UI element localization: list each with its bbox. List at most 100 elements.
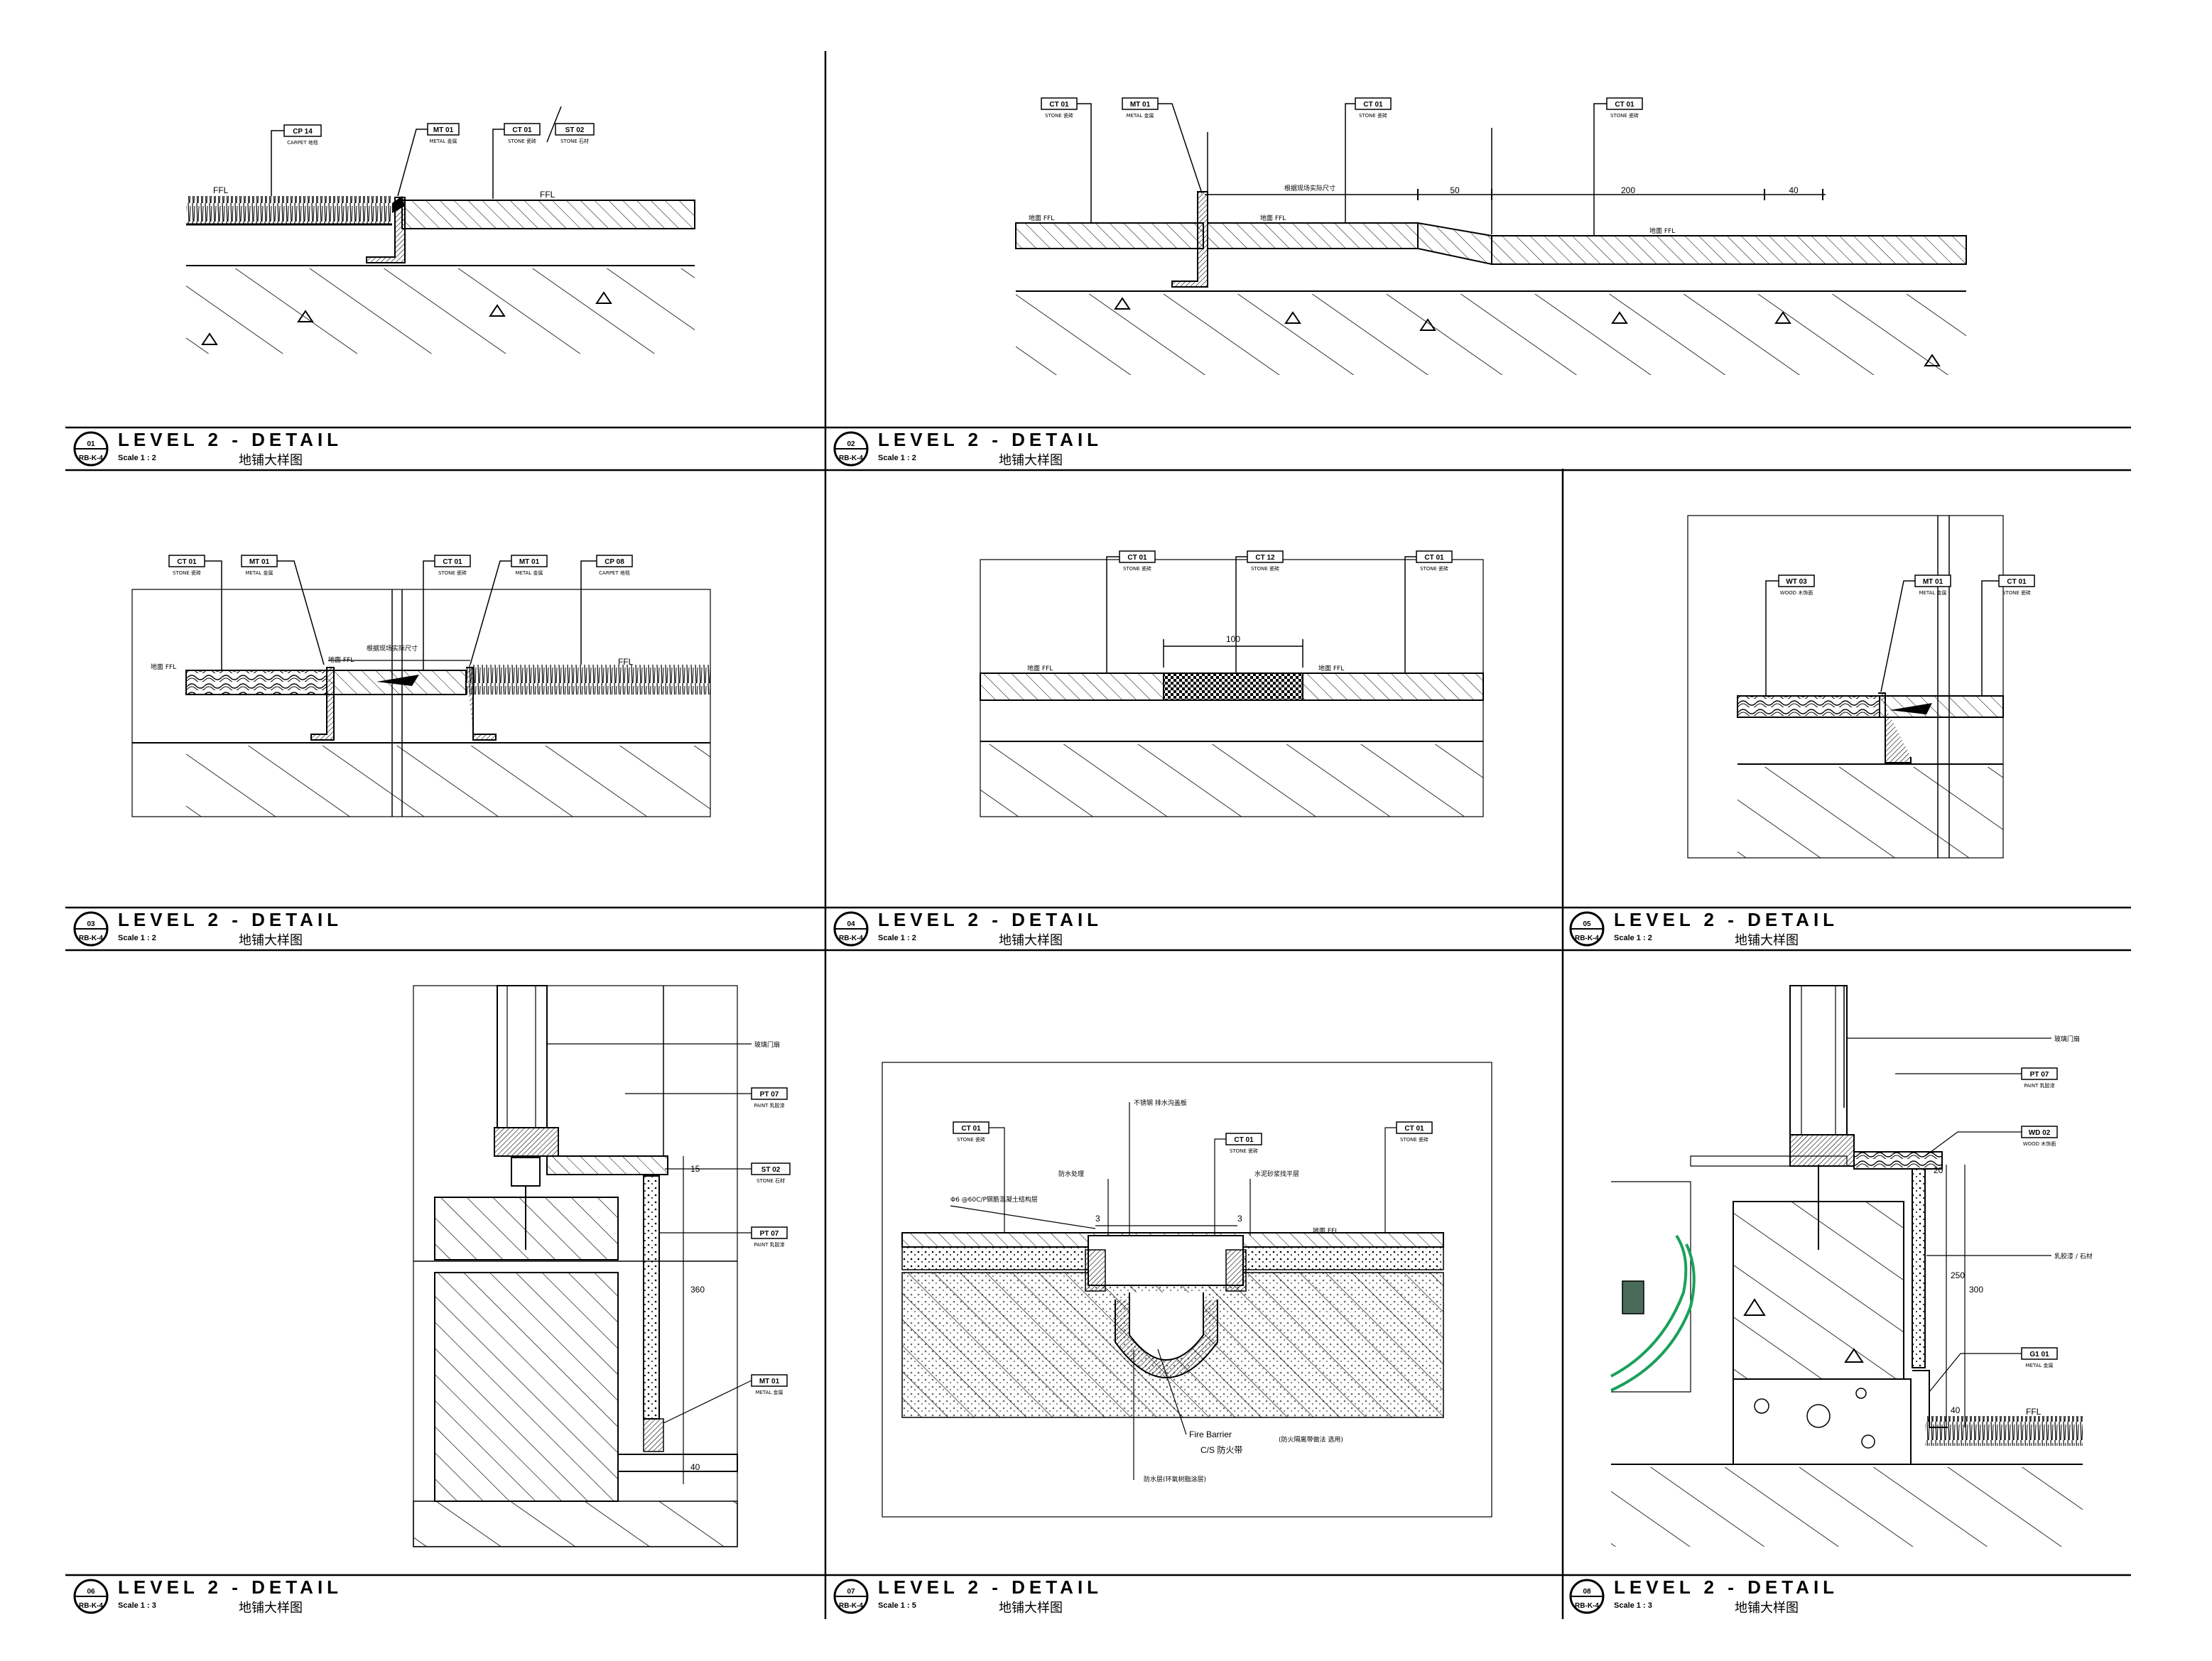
title-block-04: 04 RB-K-4 LEVEL 2 - DETAIL Scale 1 : 2 地… [833,909,1098,948]
panel-ref: RB-K-4 [839,1602,863,1610]
panel-subtitle: 地铺大样图 [999,933,1063,948]
mosaic-tile [1163,672,1303,701]
svg-text:STONE 瓷砖: STONE 瓷砖 [1420,565,1448,572]
panel-subtitle: 地铺大样图 [999,453,1063,468]
tag-pt07-a: PT 07 PAINT 乳胶漆 [625,1087,788,1109]
note-screed: 水泥砂浆找平层 [1254,1170,1299,1178]
svg-text:METAL 金属: METAL 金属 [245,570,273,576]
panel-title: LEVEL 2 - DETAIL [118,429,342,450]
note-fire: (防火隔离带做法 选用) [1279,1435,1343,1444]
panel-title: LEVEL 2 - DETAIL [878,1576,1102,1598]
panel-scale: Scale 1 : 2 [118,934,156,942]
panel-ref: RB-K-4 [79,454,103,462]
note-rebar: Φ6 @60C/P钢筋混凝土结构层 [950,1195,1038,1204]
detail-04: 100 地面 FFL 地面 FFL CT 01 STONE 瓷砖 CT 12 S… [980,550,1484,817]
panel-number: 04 [847,920,855,928]
svg-text:CT 01: CT 01 [177,558,197,566]
tag-pt07-b: PT 07 PAINT 乳胶漆 [659,1226,788,1248]
level-marker: FFL [540,190,555,200]
level-marker: 地面 FFL [151,663,176,671]
tag-ct01-c: CT 01 STONE 瓷砖 [1384,1121,1433,1233]
tag-ct01-b: CT 01 STONE 瓷砖 [423,555,471,670]
note-glass-door: 玻璃门扇 [754,1040,780,1049]
carpet-layer [466,665,710,695]
panel-title: LEVEL 2 - DETAIL [878,429,1102,450]
svg-text:CT 12: CT 12 [1255,554,1275,562]
door-frame [497,985,548,1128]
title-block-03: 03 RB-K-4 LEVEL 2 - DETAIL Scale 1 : 2 地… [73,909,338,948]
concrete-slab [186,746,710,817]
detail-07: 3 3 不锈钢 排水沟盖板 防水处理 水泥砂浆找平层 Φ6 @60C/P钢筋混凝… [882,1062,1492,1518]
dim-250: 250 [1951,1270,1965,1280]
note-drain-cover: 不锈钢 排水沟盖板 [1134,1099,1187,1107]
tag-ct12: CT 12 STONE 瓷砖 [1235,550,1284,673]
wood-layer [185,670,327,695]
svg-text:PAINT 乳胶漆: PAINT 乳胶漆 [2024,1082,2054,1089]
svg-text:STONE 瓷砖: STONE 瓷砖 [1400,1136,1428,1143]
tag-ct01: CT 01 STONE 瓷砖 [1981,574,2035,696]
svg-text:WT 03: WT 03 [1786,578,1807,586]
note-wall-finish: 乳胶漆 / 石材 [2054,1252,2093,1260]
title-block-08: 08 RB-K-4 LEVEL 2 - DETAIL Scale 1 : 3 地… [1569,1576,1838,1616]
panel-scale: Scale 1 : 2 [118,454,156,462]
level-marker: 地面 FFL [1029,214,1054,222]
tag-ct01-c: CT 01 STONE 瓷砖 [1593,97,1643,236]
level-marker: 地面 FFL [1260,214,1286,222]
dim-200: 200 [1621,185,1635,195]
panel-ref: RB-K-4 [839,935,863,942]
detail-03: 根据现场实际尺寸 地面 FFL 地面 FFL FFL CT 01 STONE 瓷… [131,555,711,817]
concrete-slab [1737,767,2003,858]
metal-trim [366,197,406,263]
tag-mt01: MT 01 METAL 金属 [1880,574,1951,692]
svg-text:WOOD 木饰面: WOOD 木饰面 [1780,589,1813,596]
concrete-slab [980,744,1483,817]
svg-text:ST 02: ST 02 [565,126,585,134]
svg-text:CT 01: CT 01 [1127,554,1147,562]
tag-st02: ST 02 STONE 石材 [555,123,595,144]
note-fire-barrier: Fire Barrier [1189,1429,1232,1439]
level-marker: FFL [213,185,229,195]
door-frame [1789,985,1848,1136]
sheet-grid [65,51,2131,1619]
tag-mt01-b: MT 01 METAL 金属 [470,555,548,665]
svg-text:PT 07: PT 07 [2030,1071,2049,1079]
detail-08: 20 250 300 40 FFL 玻璃门扇 PT 07 PAINT 乳胶漆 W… [1610,985,2093,1547]
panel-title: LEVEL 2 - DETAIL [118,1576,342,1598]
note-site-measure: 根据现场实际尺寸 [1284,184,1335,192]
svg-text:ST 02: ST 02 [761,1166,781,1174]
svg-text:METAL 金属: METAL 金属 [1126,112,1154,119]
stone-threshold [546,1155,668,1175]
svg-text:STONE 瓷砖: STONE 瓷砖 [508,138,536,144]
dim-20: 20 [1934,1165,1943,1175]
dim-40: 40 [1789,185,1799,195]
panel-subtitle: 地铺大样图 [1735,1601,1799,1616]
svg-text:METAL 金属: METAL 金属 [755,1389,783,1395]
tag-ct01-b: CT 01 STONE 瓷砖 [1404,550,1453,673]
svg-text:STONE 瓷砖: STONE 瓷砖 [1045,112,1073,119]
panel-title: LEVEL 2 - DETAIL [1614,1576,1838,1598]
concrete-slab [1016,294,1966,375]
panel-ref: RB-K-4 [1575,1602,1599,1610]
svg-text:PT 07: PT 07 [760,1091,779,1099]
panel-scale: Scale 1 : 3 [118,1601,156,1610]
svg-text:CT 01: CT 01 [1049,101,1069,109]
detail-05: WT 03 WOOD 木饰面 MT 01 METAL 金属 CT 01 STON… [1687,515,2035,859]
svg-text:WOOD 木饰面: WOOD 木饰面 [2023,1140,2056,1147]
dim-3a: 3 [1095,1214,1100,1224]
svg-text:PAINT 乳胶漆: PAINT 乳胶漆 [754,1241,784,1248]
svg-text:CT 01: CT 01 [2007,578,2027,586]
svg-text:STONE 瓷砖: STONE 瓷砖 [1123,565,1151,572]
level-marker: 地面 FFL [1027,664,1053,672]
detail-06: 15 360 40 玻璃门扇 PT 07 PAINT 乳胶漆 ST 02 STO… [413,985,791,1547]
tag-st02: ST 02 STONE 石材 [665,1162,791,1184]
wood-layer [1737,695,1880,718]
note-fire-barrier-cs: C/S 防火带 [1200,1444,1242,1455]
carpet-layer [186,196,392,224]
tag-ct01: CT 01 STONE 瓷砖 [492,123,541,199]
svg-text:CT 01: CT 01 [512,126,532,134]
panel-number: 02 [847,440,855,448]
svg-text:MT 01: MT 01 [759,1378,780,1385]
title-block-06: 06 RB-K-4 LEVEL 2 - DETAIL Scale 1 : 3 地… [73,1576,342,1616]
title-block-02: 02 RB-K-4 LEVEL 2 - DETAIL Scale 1 : 2 地… [833,429,1102,468]
